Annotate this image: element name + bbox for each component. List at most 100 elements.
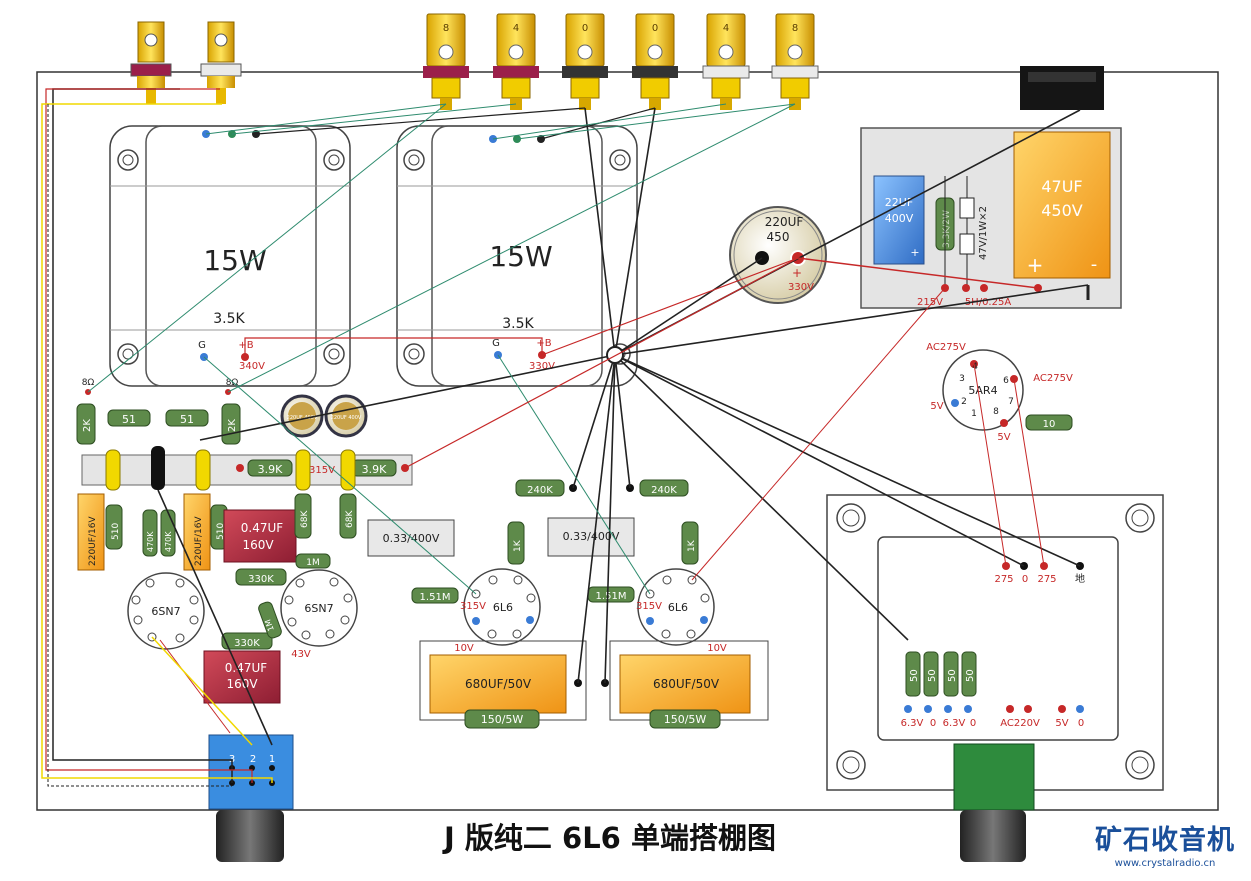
- res-51-left: 51: [122, 413, 136, 426]
- psu-small-cap-bottom: 400V: [885, 212, 914, 225]
- pt-res-3: 50: [947, 669, 958, 682]
- ohm-8-left: 8Ω: [82, 378, 95, 388]
- strip-315v: 315V: [309, 465, 335, 476]
- rectifier-5v-bottom: 5V: [997, 432, 1010, 443]
- cathode-cap-right: 220UF/16V: [194, 516, 204, 566]
- psu-big-cap-bottom: 450V: [1041, 201, 1083, 220]
- transformer-voltage-label: 340V: [239, 361, 265, 372]
- cathode-supply-10v-left: 10V: [454, 643, 474, 654]
- psu-big-cap-top: 47UF: [1041, 177, 1082, 196]
- rectifier-pin-1: 1: [971, 409, 977, 419]
- psu-node-voltage: 215V: [917, 297, 943, 308]
- volume-pot: 3 2 1: [208, 734, 294, 862]
- resistor-group-left: 2K 2K 51 51 8Ω 8Ω: [76, 378, 241, 445]
- res-2k-right: 2K: [227, 419, 238, 432]
- brand-url: www.crystalradio.cn: [1114, 858, 1216, 869]
- res-1k-left: 1K: [513, 539, 523, 552]
- res-1m-top: 1M: [306, 558, 320, 568]
- res-3k9-group: 3.9K 3.9K 315V: [236, 459, 409, 477]
- tube-socket-6sn7-left: 6SN7: [127, 572, 205, 650]
- binding-post-label-5: 4: [723, 23, 729, 34]
- power-inlet: [1020, 66, 1104, 110]
- res-510-left: 510: [111, 523, 121, 540]
- res-3k9-left: 3.9K: [258, 463, 283, 476]
- can-cap-plus: +: [792, 266, 802, 280]
- coupling-cap-right: 0.33/400V: [563, 530, 620, 543]
- rectifier-ac-left: AC275V: [926, 342, 966, 353]
- rectifier-pin-4: 4: [972, 362, 978, 372]
- binding-post-6: 8: [771, 13, 819, 110]
- output-binding-posts: 8 4 0 0: [423, 13, 819, 110]
- rectifier-pin-8: 8: [993, 407, 999, 417]
- transformer-g-label: G: [198, 340, 206, 351]
- cathode-cap-left: 220UF/16V: [88, 516, 98, 566]
- res-68k-left: 68K: [300, 510, 310, 528]
- pt-secondary-275b: 275: [1037, 574, 1056, 585]
- binding-post-label-1: 8: [443, 23, 449, 34]
- film-cap-top-value: 0.47UF: [241, 521, 284, 535]
- rca-input-left: [130, 21, 172, 104]
- coupling-cap-left: 0.33/400V: [383, 532, 440, 545]
- rectifier-tube-label: 5AR4: [968, 384, 997, 397]
- rectifier-pin-2: 2: [961, 397, 967, 407]
- can-cap-top: 220UF: [765, 215, 804, 229]
- tube-socket-6l6-left: 6L6 315V: [460, 568, 541, 646]
- rectifier-ac-right: AC275V: [1033, 373, 1073, 384]
- res-1m51-left: 1.51M: [420, 592, 451, 603]
- transformer-voltage-label: 330V: [529, 361, 555, 372]
- res-330k-group: 330K 330K 1M 1M: [221, 553, 331, 650]
- binding-post-label-2: 4: [513, 23, 519, 34]
- res-330k-bottom: 330K: [234, 638, 260, 649]
- page-title: J 版纯二 6L6 单端搭棚图: [444, 821, 776, 855]
- cathode-caps: 220UF/16V 220UF/16V 510 510 470K 470K: [77, 493, 228, 571]
- transformer-impedance-label: 3.5K: [502, 316, 534, 332]
- transformer-b-label: +B: [238, 340, 253, 351]
- res-1m51-right: 1.51M: [596, 591, 627, 602]
- pt-ground: 地: [1075, 572, 1085, 585]
- rectifier-pin-7: 7: [1008, 397, 1014, 407]
- binding-post-3: 0: [562, 13, 608, 110]
- res-330k-top: 330K: [248, 574, 274, 585]
- pt-secondary-0: 0: [1022, 574, 1028, 585]
- pt-resistor-bank: 50 50 50 50: [905, 651, 977, 697]
- grid-resistors: 240K 240K 1K 1K 1.51M 1.51M: [411, 479, 699, 604]
- output-transformer-right: 15W 3.5K G +B 330V: [396, 125, 638, 387]
- tube-6l6-left-label: 6L6: [493, 601, 513, 614]
- binding-post-label-6: 8: [792, 23, 798, 34]
- can-cap-voltage: 330V: [788, 282, 814, 293]
- transformer-b-label: +B: [536, 338, 551, 349]
- ohm-8-right: 8Ω: [226, 378, 239, 388]
- rectifier-pin-3: 3: [959, 374, 965, 384]
- pt-res-4: 50: [965, 669, 976, 682]
- binding-post-label-4: 0: [652, 23, 658, 34]
- pt-5v-0: 0: [1078, 718, 1084, 729]
- psu-resistor-3k3: 3.3K/2W: [942, 210, 952, 248]
- pt-ac220: AC220V: [1000, 718, 1040, 729]
- rectifier-pin-6: 6: [1003, 376, 1009, 386]
- input-rca-jacks: [130, 21, 242, 104]
- res-1k-right: 1K: [687, 539, 697, 552]
- pot-pin-2: 2: [250, 754, 256, 765]
- tube-6l6-right-label: 6L6: [668, 601, 688, 614]
- rectifier-socket: 5AR4 AC275V AC275V 5V 5V 1 2 3 4 6 7 8 1…: [926, 342, 1073, 443]
- psu-big-cap-plus: +: [1027, 253, 1044, 277]
- psu-big-cap-minus: -: [1091, 254, 1098, 275]
- res-150-right: 150/5W: [664, 713, 707, 726]
- tube-socket-6l6-right: 6L6 315V: [636, 568, 715, 646]
- pt-fil-0a: 0: [930, 718, 936, 729]
- transformer-impedance-label: 3.5K: [213, 311, 245, 327]
- res-240k-left: 240K: [527, 485, 553, 496]
- rectifier-resistor: 10: [1043, 419, 1056, 430]
- rca-input-right: [200, 21, 242, 104]
- res-2k-left: 2K: [82, 419, 93, 432]
- driver-voltage: 43V: [291, 649, 311, 660]
- psu-small-cap-top: 22UF: [885, 196, 913, 209]
- cathode-supply-cap-left: 680UF/50V: [465, 677, 532, 691]
- binding-post-4: 0: [632, 13, 678, 110]
- brand-name: 矿石收音机: [1095, 825, 1235, 856]
- tube-6sn7-right-label: 6SN7: [304, 602, 333, 615]
- tube-socket-6sn7-right: 6SN7 43V: [280, 569, 358, 660]
- pt-fil-6v3a: 6.3V: [901, 718, 924, 729]
- psu-choke-label: 5H/0.25A: [965, 297, 1012, 308]
